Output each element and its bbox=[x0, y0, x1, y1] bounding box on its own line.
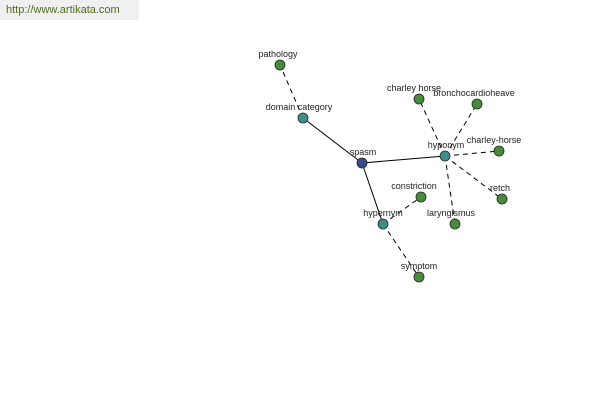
node-marker-spasm[interactable] bbox=[356, 157, 368, 169]
node-marker-constriction[interactable] bbox=[415, 191, 427, 203]
node-charley-horse-2[interactable]: charley-horse bbox=[467, 135, 522, 157]
node-domain-category[interactable]: domain category bbox=[266, 102, 333, 124]
node-laryngismus[interactable]: laryngismus bbox=[427, 208, 476, 230]
source-url-banner[interactable]: http://www.artikata.com bbox=[0, 0, 139, 20]
node-label-retch: retch bbox=[490, 183, 510, 193]
node-label-constriction: constriction bbox=[391, 181, 437, 191]
edge-hyponym-to-laryngismus bbox=[444, 155, 456, 225]
node-marker-symptom[interactable] bbox=[413, 271, 425, 283]
node-retch[interactable]: retch bbox=[490, 183, 510, 205]
node-marker-charley-horse-2[interactable] bbox=[493, 145, 505, 157]
node-marker-bronchocardioheave[interactable] bbox=[471, 98, 483, 110]
node-label-charley-horse-1: charley horse bbox=[387, 83, 441, 93]
edge-hyponym-to-retch bbox=[444, 155, 503, 200]
node-bronchocardioheave[interactable]: bronchocardioheave bbox=[433, 88, 515, 110]
node-label-laryngismus: laryngismus bbox=[427, 208, 476, 218]
edge-hyponym-to-charley-horse-1 bbox=[418, 98, 446, 157]
node-label-domain-category: domain category bbox=[266, 102, 333, 112]
node-label-hypernym: hypernym bbox=[363, 208, 403, 218]
node-marker-pathology[interactable] bbox=[274, 59, 286, 71]
node-marker-charley-horse-1[interactable] bbox=[413, 93, 425, 105]
node-label-charley-horse-2: charley-horse bbox=[467, 135, 522, 145]
node-label-pathology: pathology bbox=[258, 49, 298, 59]
node-charley-horse-1[interactable]: charley horse bbox=[387, 83, 441, 105]
edge-hyponym-to-charley-horse-2 bbox=[444, 150, 500, 157]
node-symptom[interactable]: symptom bbox=[401, 261, 438, 283]
node-marker-retch[interactable] bbox=[496, 193, 508, 205]
node-marker-hyponym[interactable] bbox=[439, 150, 451, 162]
node-label-symptom: symptom bbox=[401, 261, 438, 271]
nodes-layer: spasm domain category hyponym hypernym patho… bbox=[258, 49, 522, 283]
node-label-bronchocardioheave: bronchocardioheave bbox=[433, 88, 515, 98]
edge-spasm-to-hypernym bbox=[361, 162, 384, 225]
edge-hyponym-to-bronchocardioheave bbox=[444, 103, 478, 157]
edge-domain-category-to-pathology bbox=[279, 64, 304, 119]
node-label-spasm: spasm bbox=[350, 147, 377, 157]
node-hyponym[interactable]: hyponym bbox=[428, 140, 465, 162]
edge-spasm-to-domain-category bbox=[302, 117, 363, 164]
node-marker-hypernym[interactable] bbox=[377, 218, 389, 230]
node-marker-domain-category[interactable] bbox=[297, 112, 309, 124]
node-constriction[interactable]: constriction bbox=[391, 181, 437, 203]
node-label-hyponym: hyponym bbox=[428, 140, 465, 150]
node-marker-laryngismus[interactable] bbox=[449, 218, 461, 230]
edge-spasm-to-hyponym bbox=[361, 155, 446, 164]
node-hypernym[interactable]: hypernym bbox=[363, 208, 403, 230]
node-pathology[interactable]: pathology bbox=[258, 49, 298, 71]
edge-hypernym-to-symptom bbox=[382, 223, 420, 278]
edge-hypernym-to-constriction bbox=[382, 196, 422, 225]
node-spasm[interactable]: spasm bbox=[350, 147, 377, 169]
edges-layer bbox=[279, 64, 503, 278]
